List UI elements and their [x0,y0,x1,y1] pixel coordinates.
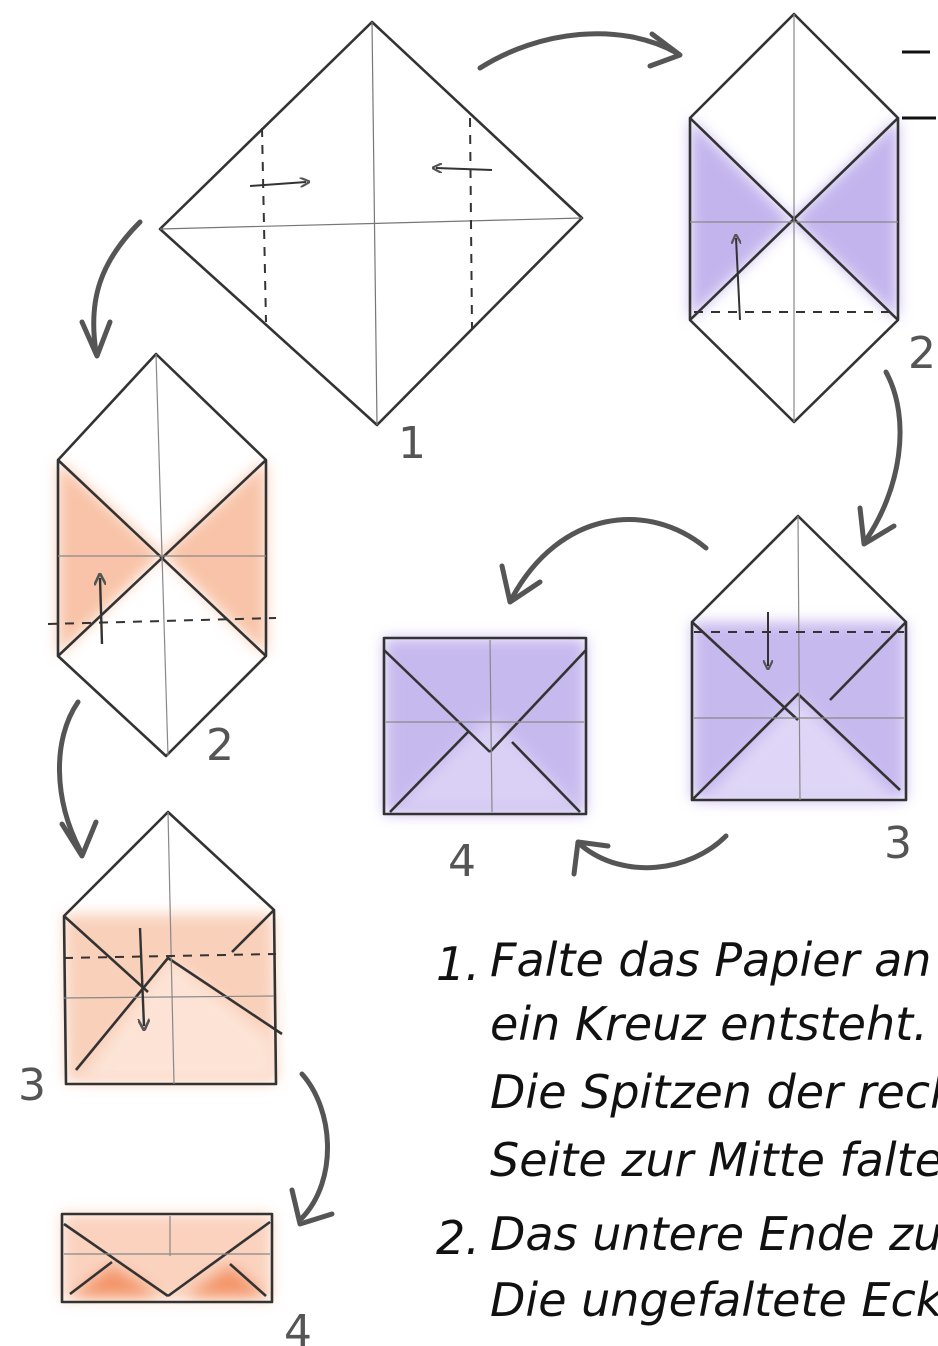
purple-step4 [382,636,588,816]
label-purple-step2: 2 [908,328,936,379]
instruction-line-4: Seite zur Mitte falten [490,1133,938,1187]
instruction-line-3: Die Spitzen der recht [490,1065,938,1119]
label-orange-step3: 3 [18,1060,46,1111]
flow-arrow-1-to-purple2 [477,31,678,71]
flow-arrow-orange3-to-4 [299,1071,330,1221]
flow-arrow-orange2-to-3 [57,699,83,853]
step1-square [158,20,584,427]
orange-step3 [62,810,283,1086]
label-step1: 1 [398,418,426,469]
purple-step2 [688,12,900,424]
flow-arrow-purple3-back-to-4 [579,833,729,871]
label-purple-step4: 4 [448,836,476,887]
orange-step2 [47,352,277,758]
label-orange-step2: 2 [206,720,234,771]
flow-arrow-purple2-to-3 [863,369,903,543]
label-orange-step4: 4 [284,1306,312,1346]
flow-arrow-1-to-orange2 [91,219,143,355]
instructions: 1. Falte das Papier an d ein Kreuz entst… [436,933,938,1327]
label-purple-step3: 3 [884,818,912,869]
instruction-line-5: Das untere Ende zur [490,1207,938,1261]
instruction-line-1: Falte das Papier an d [490,933,938,987]
flow-arrow-purple3-to-4 [509,517,709,601]
instruction-line-6: Die ungefaltete Ecke auf [490,1273,938,1327]
instruction-line-2: ein Kreuz entsteht. [490,997,928,1051]
instruction-number-2: 2. [436,1211,480,1265]
purple-step3 [690,514,908,802]
instruction-number-1: 1. [436,937,480,991]
orange-step4 [60,1212,274,1304]
